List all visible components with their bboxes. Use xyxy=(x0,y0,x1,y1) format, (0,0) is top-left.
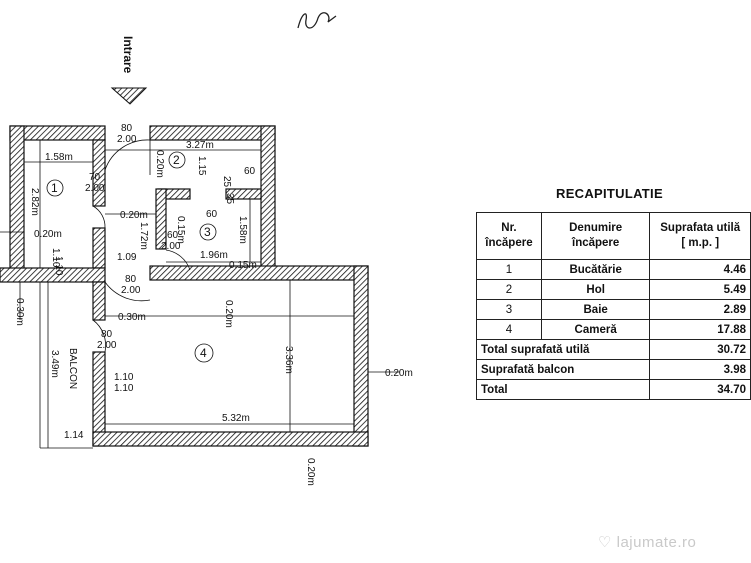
dim-020-hol: 0.20m xyxy=(154,150,165,178)
dim-110a: 1.10 xyxy=(53,256,64,276)
door-swings xyxy=(92,139,191,353)
wall-mid-band-left xyxy=(0,267,106,283)
heart-logo-icon: ♡ xyxy=(598,534,617,551)
room-number-4: 4 xyxy=(200,346,207,360)
dim-200-b: 2.00 xyxy=(161,241,181,252)
door-entrance xyxy=(104,139,151,171)
dimension-labels: 80 2.00 1.58m 3.27m 60 70 2.00 0.20m 0.2… xyxy=(34,123,413,441)
table-row: 2 Hol 5.49 xyxy=(476,279,751,300)
wall-mid-band-right xyxy=(149,265,369,281)
signature-mark xyxy=(297,12,337,29)
entrance-arrow-icon xyxy=(110,87,148,105)
dim-020-k: 0.20m xyxy=(34,229,62,240)
dim-200-top: 2.00 xyxy=(117,134,137,145)
dim-196: 1.96m xyxy=(200,250,228,261)
dim-030-l: 0.30m xyxy=(14,298,25,326)
dim-158-b: 1.58m xyxy=(237,216,248,244)
dim-60-r: 60 xyxy=(244,166,256,177)
dim-80-bal: 80 xyxy=(101,329,113,340)
dim-030-b: 0.30m xyxy=(118,312,146,323)
table-row: 4 Cameră 17.88 xyxy=(476,319,751,340)
dim-336: 3.36m xyxy=(283,346,294,374)
watermark-text: lajumate.ro xyxy=(616,534,697,551)
dim-109: 1.09 xyxy=(117,252,137,263)
dim-80-c: 80 xyxy=(125,274,137,285)
table-row: 1 Bucătărie 4.46 xyxy=(476,259,751,280)
dim-327: 3.27m xyxy=(186,140,214,151)
dim-70: 70 xyxy=(89,172,101,183)
recap-header-suprafata: Suprafata utilă [ m.p. ] xyxy=(649,212,751,260)
dim-60-b: 60 xyxy=(206,209,218,220)
dim-60-b2: 60 xyxy=(167,230,179,241)
dim-020-4: 0.20m xyxy=(223,300,234,328)
wall-right-upper xyxy=(260,125,276,273)
wall-bath-top-right xyxy=(225,188,262,200)
dim-282: 2.82m xyxy=(29,188,40,216)
room-number-3: 3 xyxy=(204,225,211,239)
wall-bath-left xyxy=(155,188,167,250)
dim-020-bot: 0.20m xyxy=(305,458,316,486)
wall-kitchen-hall-lower xyxy=(92,227,106,269)
room-number-1: 1 xyxy=(51,181,58,195)
dim-110b: 1.10 xyxy=(50,248,61,268)
recap-header-denumire: Denumire încăpere xyxy=(540,212,651,260)
total-row-grand: Total 34.70 xyxy=(475,379,751,400)
dim-110d: 1.10 xyxy=(114,383,134,394)
watermark: ♡ lajumate.ro xyxy=(598,533,696,551)
dim-172: 1.72m xyxy=(138,222,149,250)
balcony-label: BALCON xyxy=(67,348,78,389)
dim-80-top: 80 xyxy=(121,123,133,134)
wall-top-right xyxy=(149,125,276,141)
dim-015v: 0.15m xyxy=(175,216,186,244)
wall-room4-right xyxy=(353,265,369,447)
dim-532: 5.32m xyxy=(222,413,250,424)
dim-200-c: 2.00 xyxy=(121,285,141,296)
dim-115: 1.15 xyxy=(196,156,207,176)
dim-158: 1.58m xyxy=(45,152,73,163)
dim-110c: 1.10 xyxy=(114,372,134,383)
table-row: 3 Baie 2.89 xyxy=(476,299,751,320)
dim-020-r: 0.20m xyxy=(385,368,413,379)
dimension-lines xyxy=(0,140,400,448)
dim-200-k: 2.00 xyxy=(85,183,105,194)
walls xyxy=(0,125,369,447)
entrance-arrow: Intrare xyxy=(110,36,148,105)
room-markers: 1 2 3 4 xyxy=(46,151,217,363)
entrance-label: Intrare xyxy=(121,36,135,74)
dim-015: 0.15m xyxy=(229,260,257,271)
dim-35: 35 xyxy=(224,193,235,205)
door-kitchen xyxy=(92,205,106,229)
dim-020-mid: 0.20m xyxy=(120,210,148,221)
recap-header-nr: Nr. încăpere xyxy=(476,212,542,260)
wall-room4-bottom xyxy=(92,431,369,447)
wall-kitchen-hall xyxy=(92,139,106,207)
recap-title: RECAPITULATIE xyxy=(556,186,663,201)
vertical-dimension-labels: 0.20m 1.15 25 35 2.82m 1.72m 0.15m 1.58m… xyxy=(14,150,316,486)
recap-table: Nr. încăpere Denumire încăpere Suprafata… xyxy=(475,212,751,400)
dim-200-bal: 2.00 xyxy=(97,340,117,351)
wall-left xyxy=(9,125,25,273)
wall-room4-left xyxy=(92,281,106,321)
dim-25: 25 xyxy=(221,176,232,188)
total-row-useful: Total suprafată utilă 30.72 xyxy=(475,339,751,360)
balcony-outline xyxy=(39,282,93,449)
door-room4 xyxy=(104,281,151,302)
recap-header-row: Nr. încăpere Denumire încăpere Suprafata… xyxy=(476,212,751,260)
dim-349: 3.49m xyxy=(49,350,60,378)
dim-114: 1.14 xyxy=(64,430,84,441)
door-bath xyxy=(165,249,191,271)
total-row-balcony: Suprafată balcon 3.98 xyxy=(475,359,751,380)
door-balcony xyxy=(92,319,107,353)
room-number-2: 2 xyxy=(173,153,180,167)
